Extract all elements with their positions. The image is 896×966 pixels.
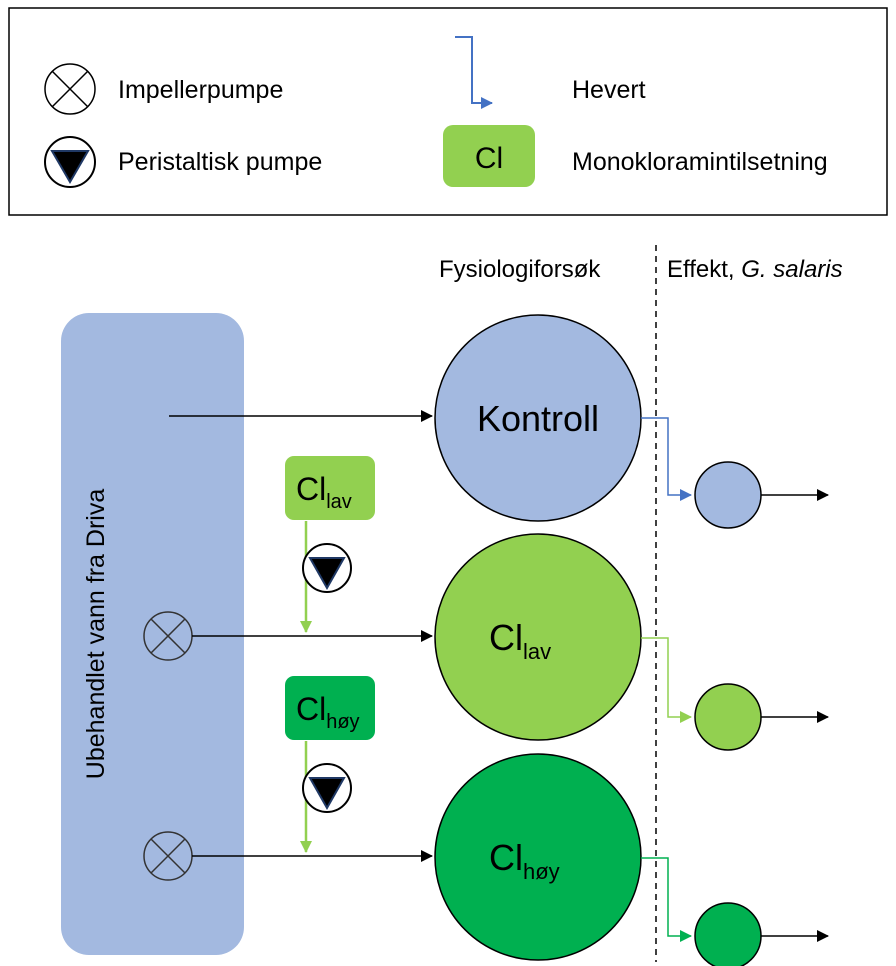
peristaltic-pump-icon	[44, 136, 96, 188]
header-effect-prefix: Effekt,	[667, 256, 741, 283]
dosing-box-high-label: Clhøy	[296, 691, 360, 733]
effect-tank-control	[694, 461, 762, 529]
effect-tank-low	[694, 683, 762, 751]
source-water-label: Ubehandlet vann fra Driva	[82, 489, 110, 780]
peristaltic-pump-icon	[302, 543, 352, 593]
siphon-line-low	[641, 637, 692, 723]
siphon-arrow-icon	[455, 36, 493, 109]
legend-impeller-label: Impellerpumpe	[118, 76, 283, 104]
effect-tank-high	[694, 902, 762, 966]
legend: Impellerpumpe Peristaltisk pumpe Hevert …	[8, 7, 888, 216]
tank-control-label: Kontroll	[477, 398, 599, 439]
impeller-pump-icon	[44, 63, 96, 115]
header-effect-species: G. salaris	[741, 256, 842, 283]
tank-control: Kontroll	[434, 314, 642, 522]
legend-cl-box-text: Cl	[475, 142, 503, 175]
source-water	[61, 313, 244, 955]
legend-siphon-label: Hevert	[572, 76, 646, 104]
tank-high-label: Clhøy	[489, 837, 560, 884]
dosing-box-low-label: Cllav	[296, 471, 352, 513]
header-effect: Effekt, G. salaris	[667, 256, 843, 283]
legend-cl-box: Cl	[443, 125, 535, 187]
legend-dosing-label: Monokloramintilsetning	[572, 148, 828, 176]
dosing-box-high: Clhøy	[285, 676, 375, 740]
header-physiology: Fysiologiforsøk	[439, 256, 601, 283]
legend-peristaltic-label: Peristaltisk pumpe	[118, 148, 322, 176]
dosing-box-low: Cllav	[285, 456, 375, 520]
siphon-line-high	[641, 857, 692, 942]
peristaltic-pump-icon	[302, 763, 352, 813]
tank-high: Clhøy	[434, 753, 642, 961]
tank-low-label: Cllav	[489, 617, 551, 664]
siphon-line-control	[641, 417, 692, 501]
tank-low: Cllav	[434, 533, 642, 741]
